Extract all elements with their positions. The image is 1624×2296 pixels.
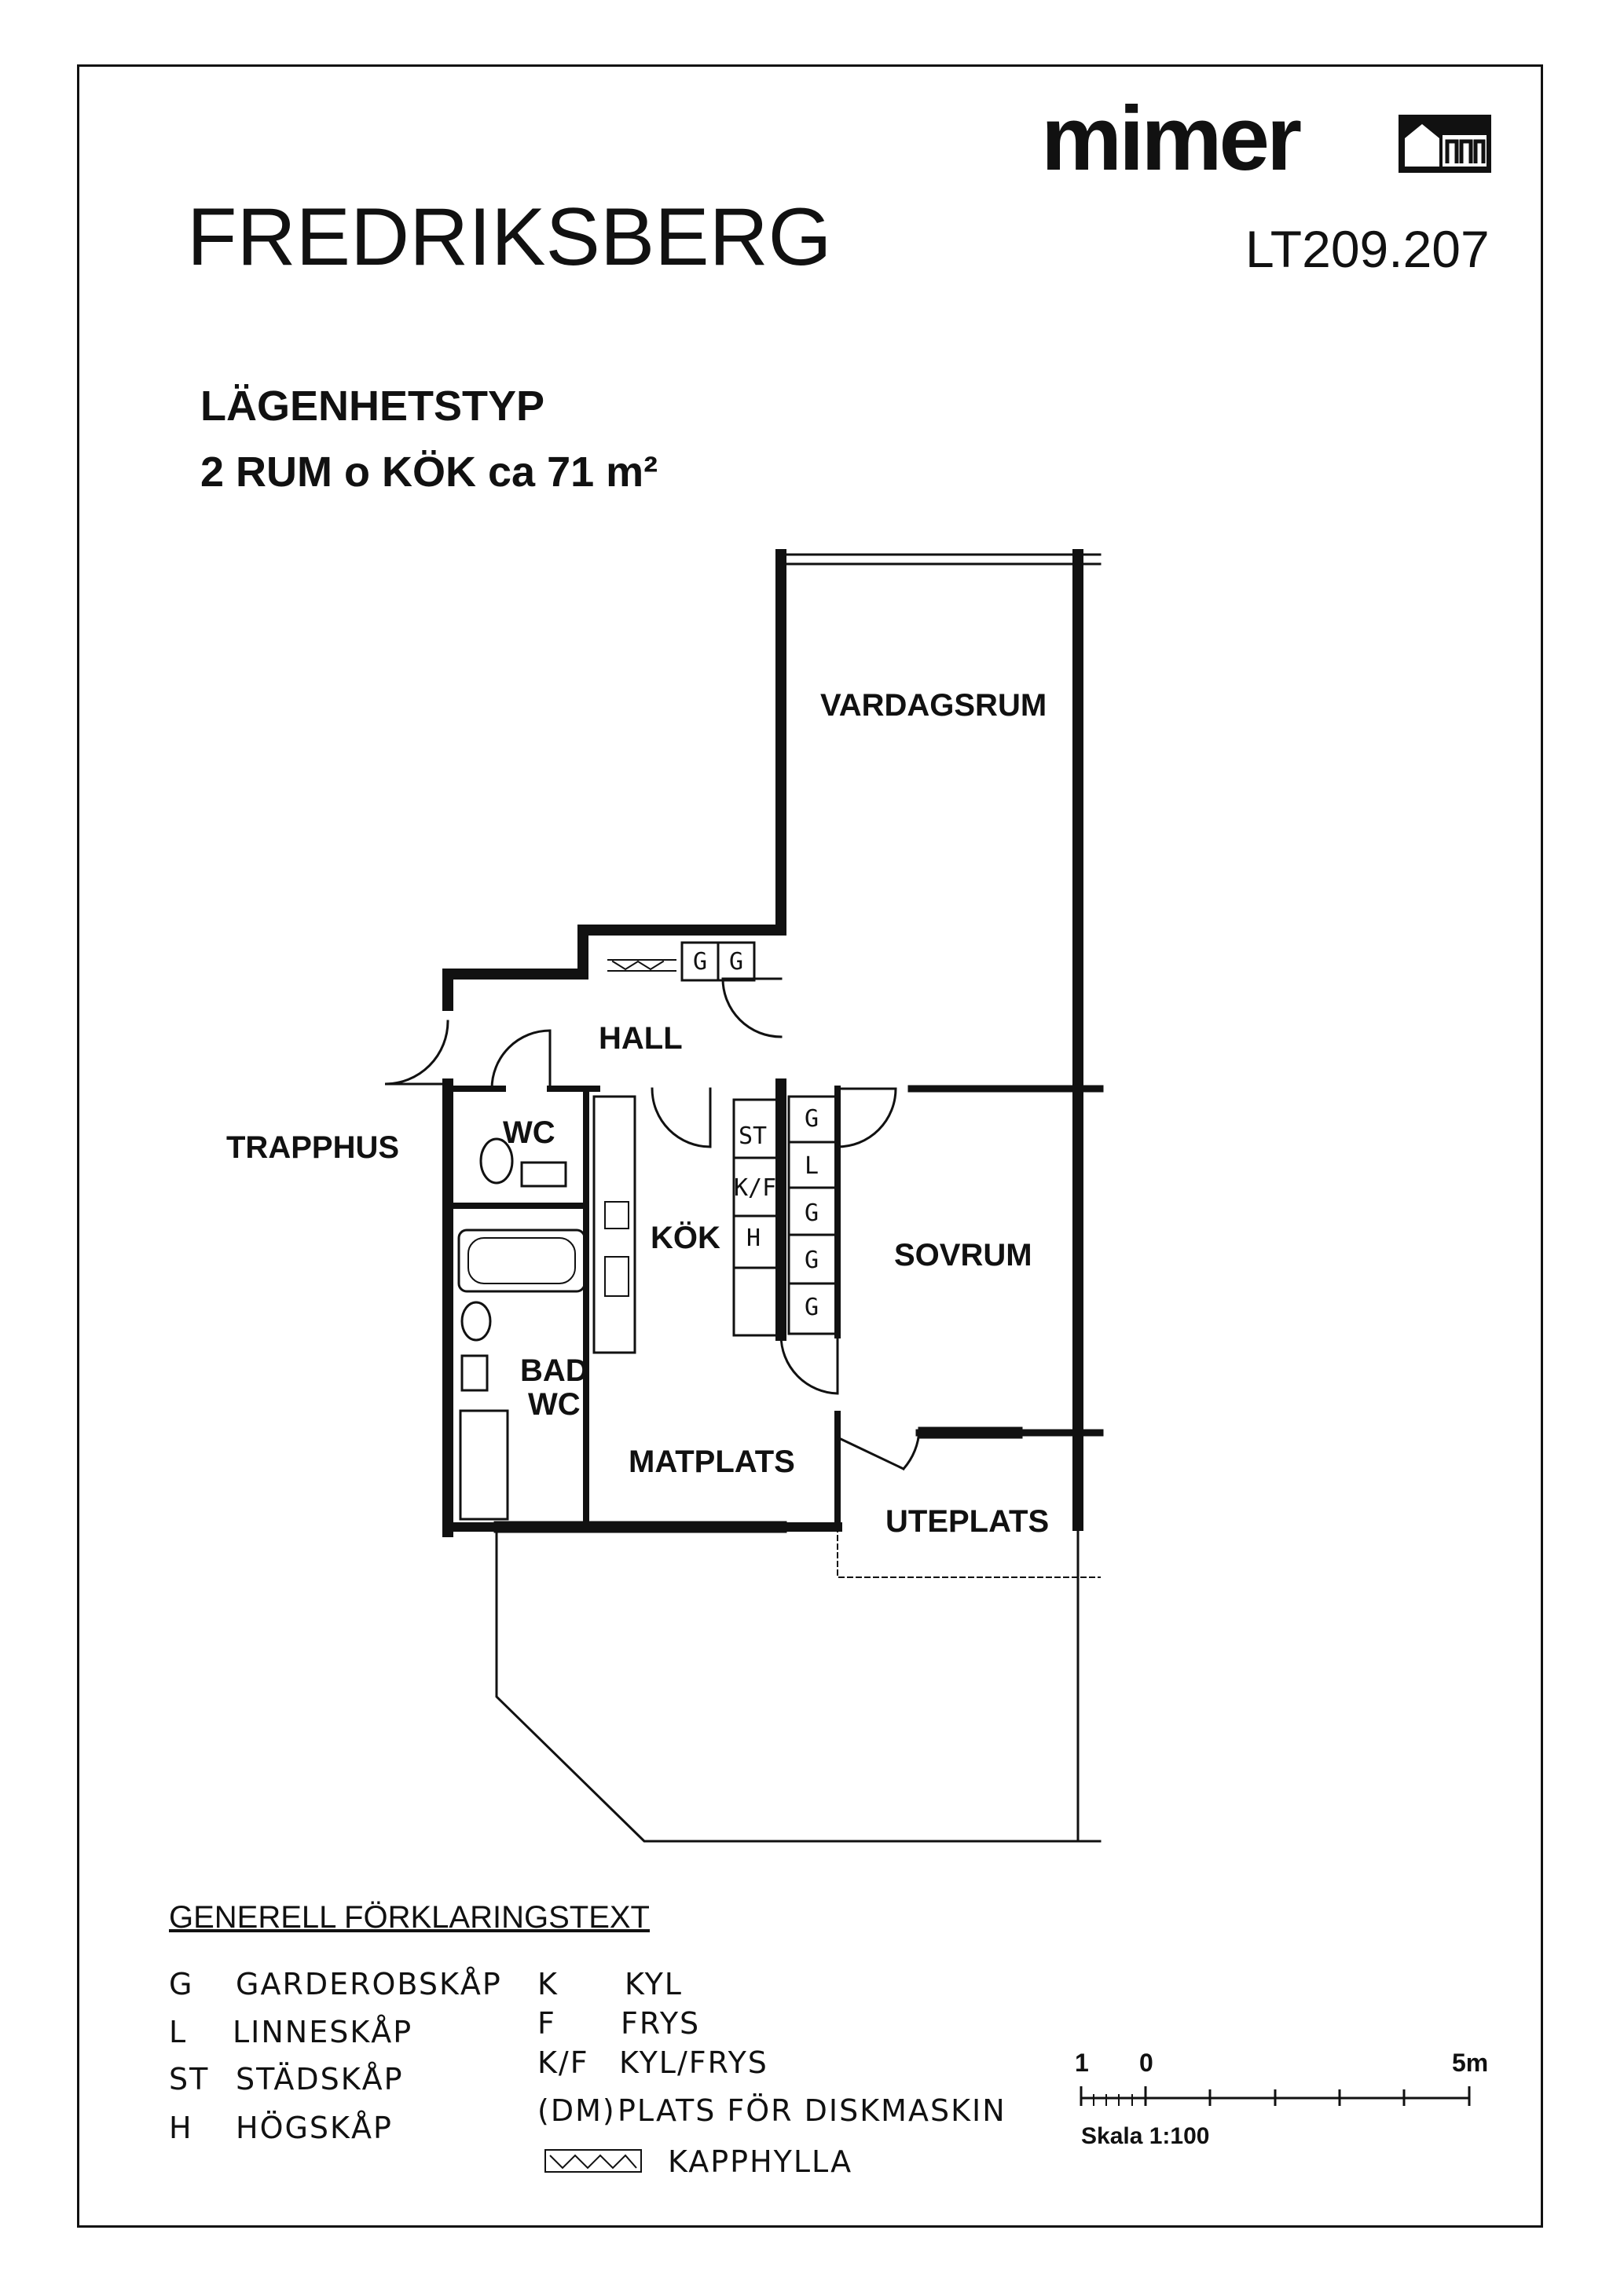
room-label-uteplats: UTEPLATS	[885, 1504, 1050, 1539]
cabinet-label: G	[805, 1294, 819, 1321]
legend-code: L	[169, 2015, 188, 2049]
legend-text: KYL/FRYS	[619, 2045, 768, 2080]
bedroom-window	[918, 1426, 1023, 1439]
legend-code: H	[169, 2111, 193, 2145]
entrance-door-swing	[384, 1020, 449, 1086]
room-label-hall: HALL	[599, 1021, 683, 1056]
cabinet-label: G	[693, 948, 708, 976]
room-label-bad: BAD	[520, 1353, 588, 1388]
apartment-code: LT209.207	[1245, 220, 1490, 278]
bathtub-icon	[457, 1229, 586, 1293]
living-room-window	[779, 553, 1102, 566]
scale-label-1: 1	[1075, 2049, 1089, 2077]
legend-text: PLATS FÖR DISKMASKIN	[618, 2093, 1006, 2128]
cabinet-label: L	[805, 1152, 819, 1180]
legend-code: ST	[169, 2062, 210, 2096]
page-title: FREDRIKSBERG	[187, 192, 832, 283]
legend-code: K	[537, 1967, 559, 2001]
bedroom-wardrobes	[787, 1095, 838, 1335]
legend-code: (DM)	[537, 2093, 616, 2128]
legend-text: GARDEROBSKÅP	[236, 1967, 502, 2001]
yard-outline	[495, 1530, 1102, 1843]
hall-cabinet-g2	[717, 941, 756, 982]
mimer-logo-icon	[1399, 115, 1491, 173]
mimer-logo-text: mimer	[1041, 87, 1302, 189]
legend-kapphylla-text: KAPPHYLLA	[668, 2144, 853, 2179]
kitchen-stove-icon	[604, 1256, 629, 1297]
bad-washer	[459, 1409, 509, 1521]
room-label-vardagsrum: VARDAGSRUM	[820, 688, 1047, 723]
kapphylla-hall	[607, 959, 676, 972]
drawing-frame	[77, 64, 1543, 2228]
room-label-kok: KÖK	[651, 1221, 720, 1255]
room-label-trapphus: TRAPPHUS	[226, 1130, 400, 1165]
bottom-window	[493, 1521, 787, 1533]
bad-toilet-icon	[460, 1301, 492, 1342]
living-door-swing	[721, 977, 783, 1038]
kitchen-sink-icon	[604, 1201, 629, 1229]
legend-text: LINNESKÅP	[233, 2015, 413, 2049]
apartment-size-label: 2 RUM o KÖK ca 71 m²	[200, 449, 658, 496]
kitchen-tall-cabinets	[732, 1098, 779, 1337]
legend-text: STÄDSKÅP	[236, 2062, 404, 2096]
legend-code: G	[169, 1967, 194, 2001]
patio-door-swing	[836, 1428, 921, 1471]
bad-sink-icon	[460, 1354, 489, 1392]
scale-label-0: 0	[1139, 2049, 1153, 2077]
room-label-wc: WC	[503, 1115, 555, 1150]
legend-text: KYL	[625, 1967, 683, 2001]
kapphylla-legend-icon	[544, 2149, 642, 2173]
cabinet-label: G	[805, 1105, 819, 1133]
apartment-type-label: LÄGENHETSTYP	[200, 383, 545, 430]
cabinet-label: ST	[739, 1122, 768, 1150]
bedroom-door-swing	[836, 1087, 897, 1148]
legend-heading: GENERELL FÖRKLARINGSTEXT	[169, 1900, 650, 1935]
legend-code: K/F	[537, 2045, 589, 2080]
cabinet-label: G	[805, 1199, 819, 1227]
hall-step-wall	[442, 925, 588, 1011]
cabinet-label: K/F	[734, 1174, 777, 1202]
kitchen-door-swing	[651, 1087, 712, 1148]
bedroom-door-2-swing	[779, 1334, 839, 1395]
room-label-sovrum: SOVRUM	[894, 1238, 1032, 1273]
scale-caption: Skala 1:100	[1081, 2123, 1210, 2149]
legend-code: F	[537, 2006, 556, 2041]
room-label-matplats: MATPLATS	[629, 1445, 795, 1479]
legend-text: FRYS	[621, 2006, 701, 2041]
wc-toilet-icon	[479, 1137, 514, 1185]
room-label-bad-wc: WC	[528, 1387, 581, 1422]
legend-text: HÖGSKÅP	[236, 2111, 393, 2145]
cabinet-label: G	[729, 948, 744, 976]
patio-outline	[837, 1526, 1101, 1578]
cabinet-label: G	[805, 1247, 819, 1274]
scale-bar	[1080, 2086, 1471, 2106]
wc-door-swing	[490, 1029, 552, 1090]
kitchen-counter-left	[592, 1095, 636, 1354]
cabinet-label: H	[746, 1225, 761, 1252]
scale-label-5m: 5m	[1452, 2049, 1489, 2077]
